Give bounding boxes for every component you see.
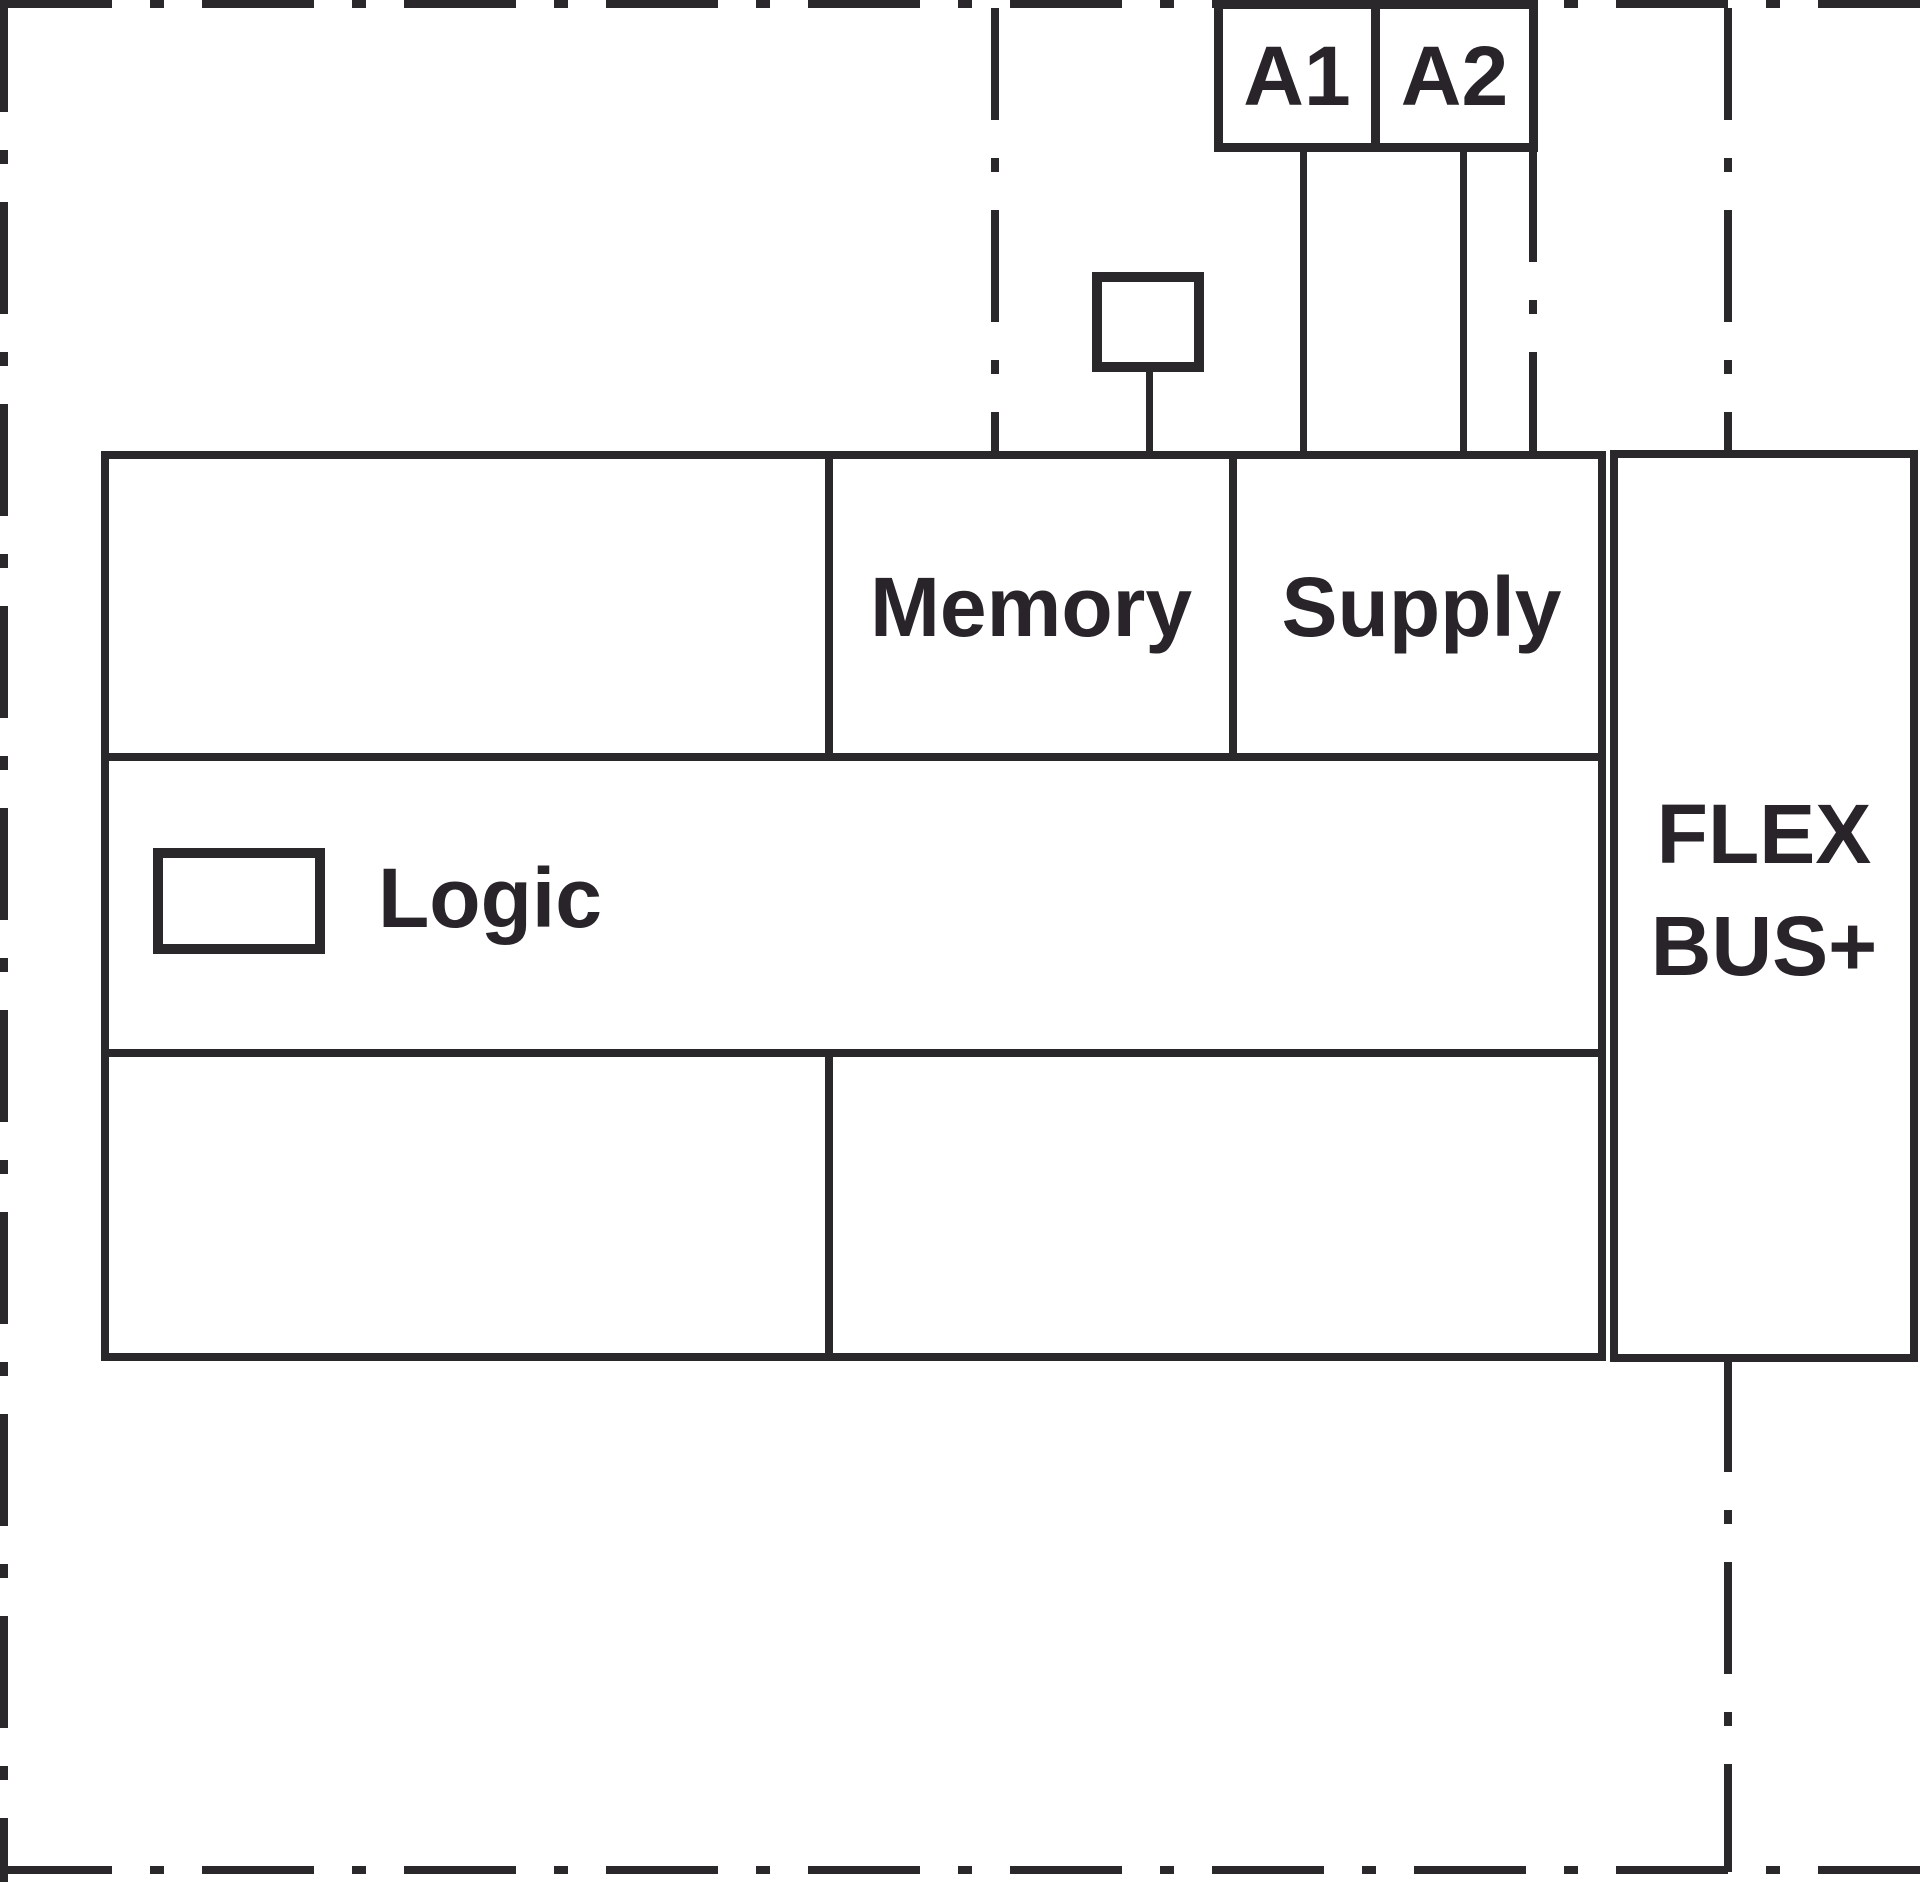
flex-bus-label-line1: FLEX	[1656, 787, 1872, 881]
top-row-divider-left	[825, 451, 833, 761]
logic-label: Logic	[378, 851, 602, 945]
supply-label: Supply	[1281, 560, 1562, 654]
module-row-divider-1	[101, 753, 1606, 761]
memory-label: Memory	[869, 560, 1193, 654]
phantom-border-right-upper	[1724, 8, 1732, 454]
terminal-a2-box: A2	[1371, 0, 1538, 152]
phantom-border-top	[0, 0, 1920, 8]
phantom-line-interior-left	[991, 8, 999, 455]
supply-block: Supply	[1237, 461, 1606, 753]
module-body	[101, 451, 1606, 1361]
a2-lead-line	[1460, 148, 1467, 455]
terminal-a1-box: A1	[1214, 0, 1380, 152]
phantom-border-left	[0, 0, 8, 1882]
phantom-border-bottom	[0, 1866, 1920, 1874]
terminal-a2-label: A2	[1400, 29, 1509, 123]
a1-lead-line	[1300, 148, 1307, 455]
bottom-row-divider	[825, 1049, 833, 1361]
connector-square	[1092, 272, 1204, 372]
phantom-border-right-lower	[1724, 1360, 1732, 1872]
terminal-a1-label: A1	[1243, 29, 1351, 123]
flex-bus-block	[1610, 450, 1918, 1362]
top-row-divider-memory-supply	[1229, 451, 1237, 761]
memory-block: Memory	[833, 461, 1229, 753]
connector-lead-line	[1146, 366, 1153, 455]
flex-bus-label-line2: BUS+	[1650, 899, 1878, 993]
flex-bus-label: FLEX BUS+	[1610, 778, 1918, 1002]
phantom-line-interior-right	[1529, 150, 1537, 455]
module-row-divider-2	[101, 1049, 1606, 1057]
logic-indicator-rect	[153, 848, 325, 954]
